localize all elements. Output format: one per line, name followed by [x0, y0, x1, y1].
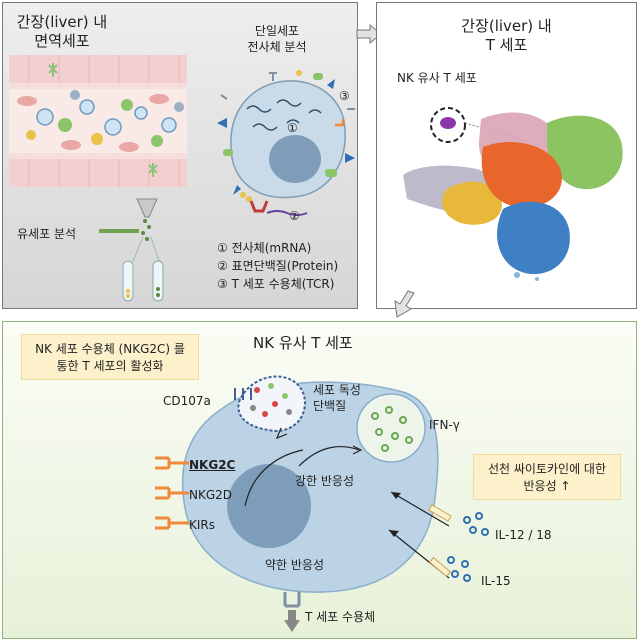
nk-like-t-cell-panel: NK 유사 T 세포 NK 세포 수용체 (NKG2C) 를 통한 T 세포의 … [2, 321, 637, 639]
weak-response-label: 약한 반응성 [265, 558, 325, 572]
right-arrow-icon [356, 23, 382, 45]
nkg2d-label: NKG2D [189, 488, 233, 502]
cytotoxic-protein-line2: 단백질 [313, 399, 347, 413]
immune-cells-panel: 간장(liver) 내 면역세포 [2, 2, 358, 309]
nk-receptors-icon [155, 456, 189, 530]
liver-t-cells-panel: 간장(liver) 내 T 세포 NK 유사 T 세포 [376, 2, 637, 309]
tcr-receptor-icon [283, 592, 301, 632]
analysis-legend: ① 전사체(mRNA) ② 표면단백질(Protein) ③ T 세포 수용체(… [217, 239, 338, 293]
nkg2c-note-line2: 통한 T 세포의 활성화 [56, 359, 164, 373]
panel1-title-line2: 면역세포 [34, 32, 90, 50]
il12-18-cytokines [463, 512, 489, 536]
cd107a-marker-icon [234, 388, 252, 400]
cytokine-note-line1: 선천 싸이토카인에 대한 [487, 462, 607, 476]
cd107a-label: CD107a [163, 394, 211, 408]
cytokine-note-line2: 반응성 ↑ [523, 479, 571, 493]
down-arrow-icon [394, 290, 415, 318]
nk-like-cluster-label: NK 유사 T 세포 [397, 71, 477, 85]
legend-item-mrna: ① 전사체(mRNA) [217, 241, 312, 255]
marker-3: ③ [339, 89, 350, 103]
flow-cytometry-illustration [99, 198, 164, 302]
single-cell-label: 단일세포 전사체 분석 [241, 23, 313, 55]
panel3-title: NK 유사 T 세포 [253, 334, 353, 352]
marker-2: ② [289, 209, 300, 223]
tcr-label: T 세포 수용체 [305, 610, 376, 624]
legend-item-tcr: ③ T 세포 수용체(TCR) [217, 277, 335, 291]
marker-1: ① [287, 121, 298, 135]
panel2-title-line1: 간장(liver) 내 [461, 17, 552, 35]
il15-label: IL-15 [481, 574, 511, 588]
single-cell-label-line1: 단일세포 [254, 24, 300, 38]
t-cell-illustration [181, 375, 439, 593]
panel2-title: 간장(liver) 내 T 세포 [377, 17, 636, 55]
nkg2c-note-line1: NK 세포 수용체 (NKG2C) 를 [35, 342, 185, 356]
legend-item-protein: ② 표면단백질(Protein) [217, 259, 339, 273]
nkg2c-label: NKG2C [189, 458, 236, 472]
cytokine-response-note: 선천 싸이토카인에 대한 반응성 ↑ [473, 454, 621, 500]
liver-tissue-illustration [9, 55, 187, 187]
single-cell-label-line2: 전사체 분석 [247, 40, 307, 54]
nkg2c-activation-note: NK 세포 수용체 (NKG2C) 를 통한 T 세포의 활성화 [21, 334, 199, 380]
strong-response-label: 강한 반응성 [295, 474, 355, 488]
umap-scatter-plot [403, 107, 623, 281]
il12-18-label: IL-12 / 18 [495, 528, 552, 542]
ifn-gamma-label: IFN-γ [429, 418, 460, 432]
cytotoxic-protein-line1: 세포 독성 [313, 383, 361, 397]
kirs-label: KIRs [189, 518, 215, 532]
flow-cytometry-label: 유세포 분석 [17, 227, 77, 241]
panel1-title: 간장(liver) 내 면역세포 [3, 13, 121, 51]
single-cell-illustration [217, 70, 355, 216]
cytokine-arrows [388, 491, 452, 579]
panel2-title-line2: T 세포 [485, 36, 528, 54]
cytotoxic-protein-label: 세포 독성 단백질 [313, 382, 361, 414]
il15-cytokines [447, 556, 471, 582]
panel1-title-line1: 간장(liver) 내 [16, 13, 108, 31]
